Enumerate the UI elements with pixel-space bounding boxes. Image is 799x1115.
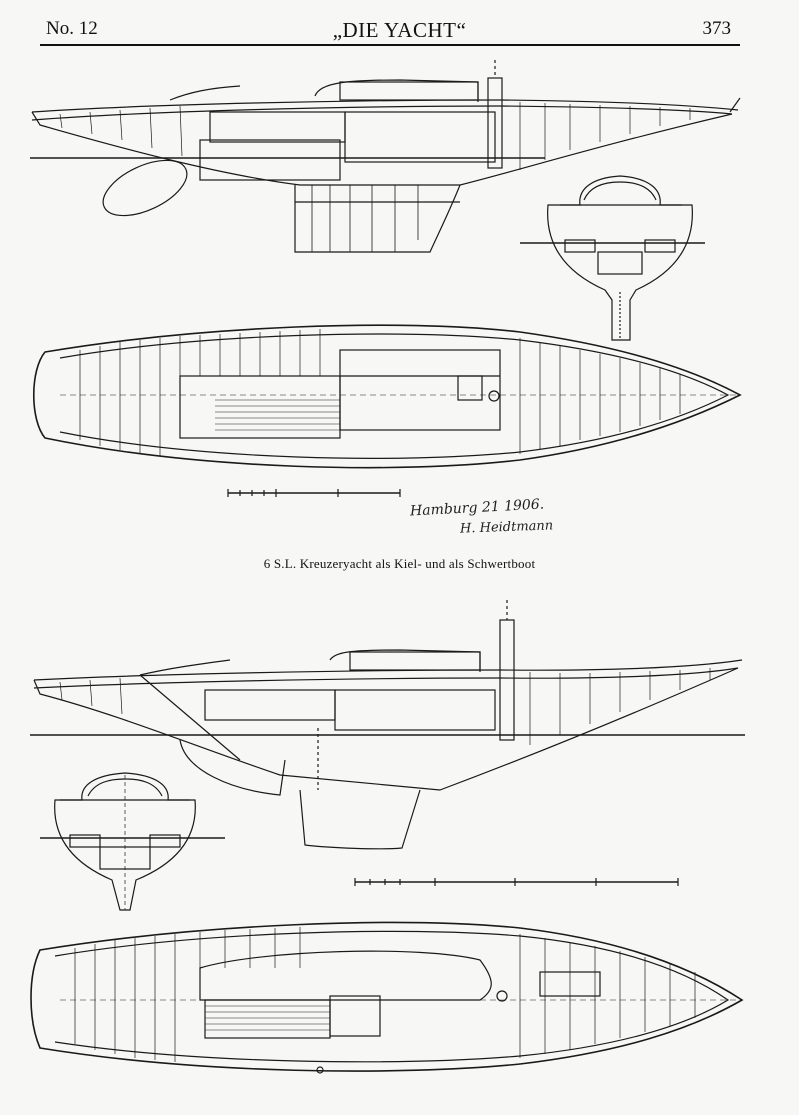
keelboat-deckplan bbox=[32, 324, 742, 469]
journal-title: „DIE YACHT“ bbox=[332, 18, 467, 42]
page-header: No. 12 „DIE YACHT“ 373 bbox=[0, 14, 799, 44]
centerboard-profile bbox=[30, 600, 745, 850]
header-rule bbox=[40, 44, 740, 46]
scale-bar-bottom bbox=[354, 878, 679, 886]
keelboat-section bbox=[520, 175, 705, 341]
page-number: 373 bbox=[702, 18, 732, 39]
plate-caption: 6 S.L. Kreuzeryacht als Kiel- und als Sc… bbox=[263, 556, 536, 571]
centerboard-section bbox=[40, 772, 225, 911]
scale-bar-top bbox=[227, 489, 401, 497]
centerboard-deckplan bbox=[30, 921, 744, 1074]
keelboat-profile bbox=[30, 60, 741, 253]
issue-number: No. 12 bbox=[46, 18, 98, 39]
